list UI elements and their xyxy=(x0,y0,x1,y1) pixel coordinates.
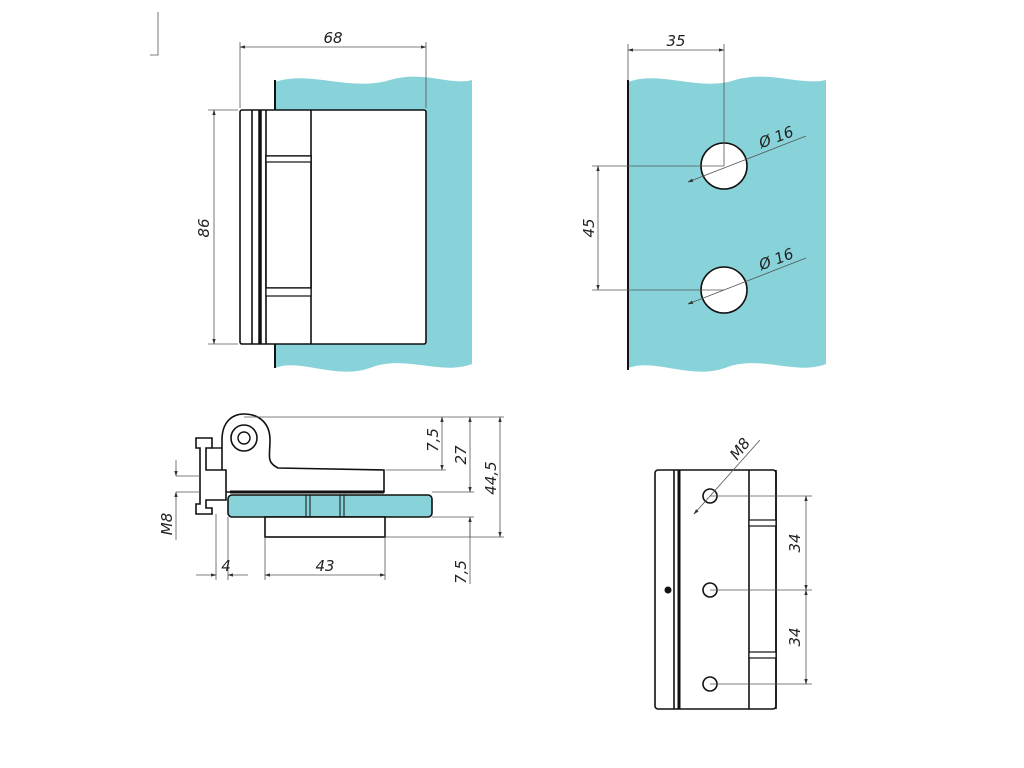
wall-plate-view: M8 34 34 xyxy=(654,435,812,710)
wall-bracket xyxy=(195,437,227,515)
section-offset-label: 4 xyxy=(221,557,231,575)
section-thread-label: M8 xyxy=(158,513,176,536)
corner-mark xyxy=(150,12,159,56)
bottom-gap-label: 7,5 xyxy=(452,560,470,584)
front-height-label: 86 xyxy=(195,218,213,237)
plate-length-label: 43 xyxy=(315,557,334,575)
front-width-label: 68 xyxy=(323,29,342,47)
section-view: M8 4 43 7,5 27 44,5 7,5 xyxy=(158,413,504,584)
upper-clamp xyxy=(221,413,385,493)
glass-view: 35 45 Ø 16 Ø 16 xyxy=(580,32,826,372)
lower-clamp xyxy=(264,516,386,538)
pivot-inner xyxy=(237,431,251,445)
glass-panel xyxy=(628,76,826,372)
hinge-knuckle xyxy=(265,155,312,289)
plate-thread-label: M8 xyxy=(726,435,754,464)
front-view: 68 86 xyxy=(195,29,472,372)
set-screw-dot xyxy=(664,586,672,594)
hole-spacing-label: 45 xyxy=(580,218,598,237)
top-gap-label: 7,5 xyxy=(424,428,442,452)
spacing-top-label: 34 xyxy=(786,533,804,552)
inner-height-label: 27 xyxy=(452,445,470,465)
total-height-label: 44,5 xyxy=(482,461,500,494)
spacing-bottom-label: 34 xyxy=(786,627,804,646)
glass-offset-label: 35 xyxy=(666,32,685,50)
glass-section xyxy=(227,494,433,518)
